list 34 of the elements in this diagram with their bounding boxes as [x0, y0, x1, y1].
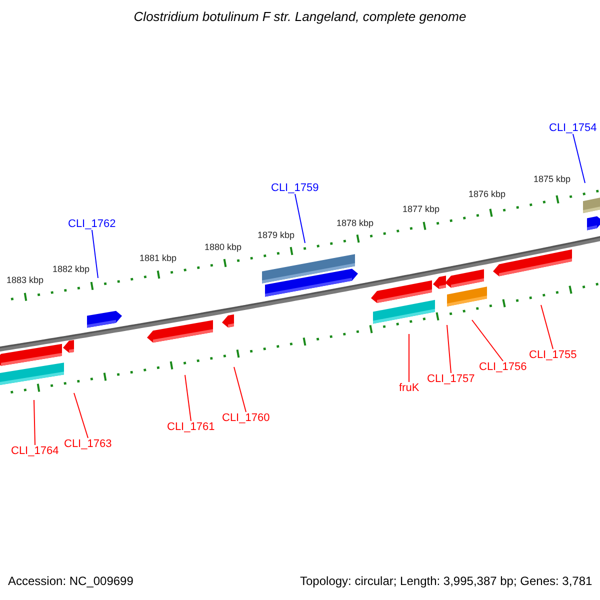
scale-label: 1879 kbp — [258, 231, 295, 241]
scale-label: 1875 kbp — [534, 175, 571, 185]
scale-label: 1876 kbp — [468, 190, 506, 200]
leader-line — [92, 230, 98, 278]
gene-label: CLI_1754 — [549, 122, 597, 134]
scale-label: 1880 kbp — [204, 243, 242, 253]
gene-label: CLI_1756 — [479, 361, 527, 374]
gene-label: CLI_1755 — [529, 349, 577, 362]
leader-line — [184, 374, 192, 422]
gene-label: CLI_1757 — [427, 373, 475, 386]
scale-label: 1878 kbp — [336, 219, 374, 229]
footer-text: Topology: circular; Length: 3,995,387 bp; Genes: 3,781 — [300, 575, 592, 588]
leader-line — [294, 194, 306, 244]
leader-line — [74, 392, 88, 438]
leader-line — [234, 366, 246, 412]
gene-label: CLI_1764 — [11, 445, 59, 458]
scale-label: 1877 kbp — [402, 205, 440, 215]
leader-line — [572, 134, 586, 184]
gene-label: fruK — [399, 382, 420, 394]
leader-line — [408, 334, 410, 382]
footer-text: Accession: NC_009699 — [8, 575, 134, 588]
leader-line — [34, 400, 36, 446]
leader-line — [472, 320, 504, 362]
gene-label: CLI_1760 — [222, 412, 270, 424]
gene-label: CLI_1763 — [64, 438, 112, 450]
scale-label: 1882 kbp — [52, 265, 90, 275]
scale-label: 1881 kbp — [140, 254, 177, 264]
gene-label: CLI_1761 — [167, 421, 215, 434]
gene-label: CLI_1759 — [271, 182, 319, 194]
gene-label: CLI_1762 — [68, 218, 116, 230]
title: Clostridium botulinum F str. Langeland, complete genome — [132, 10, 468, 24]
leader-line — [540, 304, 554, 350]
scale-label: 1883 kbp — [6, 276, 44, 286]
leader-line — [446, 324, 452, 374]
